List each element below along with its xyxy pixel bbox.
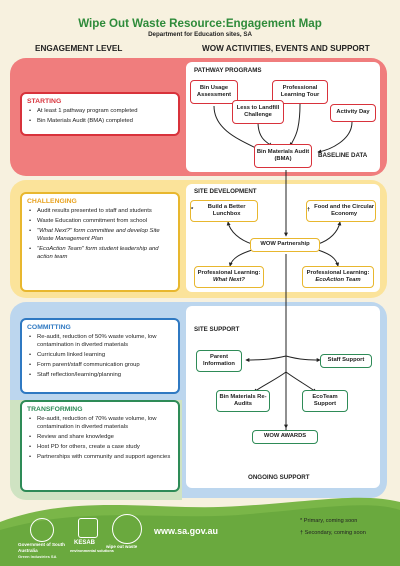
gov-sub-label: Green Industries SA [18,554,57,559]
page-title: Wipe Out Waste Resource:Engagement Map [78,17,322,30]
food-circular-economy-node: † Food and the Circular Economy [306,200,376,222]
baseline-data-label: BASELINE DATA [318,152,368,159]
primary-marker: * [191,207,194,214]
pathway-programs-title: PATHWAY PROGRAMS [194,67,262,74]
food-label: Food and the Circular Economy [314,203,375,217]
challenging-panel: CHALLENGING Audit results presented to s… [20,192,180,292]
starting-item: Bin Materials Audit (BMA) completed [29,118,173,126]
committing-item: Staff reflection/learning/planning [29,372,173,380]
kesab-label: KESAB [74,540,96,546]
pl-ecoaction-node: Professional Learning: EcoAction Team [302,266,374,288]
transforming-item: Re-audit, reduction of 70% waste volume,… [29,416,173,432]
kesab-logo-icon [78,518,98,538]
pl-ecoaction-label: Professional Learning: [306,269,370,276]
staff-support-node: Staff Support [320,354,372,368]
site-development-title: SITE DEVELOPMENT [194,188,257,195]
transforming-panel: TRANSFORMING Re-audit, reduction of 70% … [20,400,180,492]
transforming-title: TRANSFORMING [27,406,83,413]
committing-panel: COMMITTING Re-audit, reduction of 50% wa… [20,318,180,394]
bin-materials-audit-node: Bin Materials Audit (BMA) [254,144,312,168]
lunchbox-node: * Build a Better Lunchbox [190,200,258,222]
less-to-landfill-node: Less to Landfill Challenge [232,100,284,124]
wow-awards-node: WOW AWARDS [252,430,318,444]
footer-wave [0,497,400,566]
gov-sa-logo-icon [30,518,54,542]
challenging-item: Waste Education commitment from school [29,218,173,226]
transforming-item: Review and share knowledge [29,434,173,442]
site-support-title: SITE SUPPORT [194,326,240,333]
wow-activities-heading: WOW ACTIVITIES, EVENTS AND SUPPORT [202,44,370,53]
starting-title: STARTING [27,98,62,105]
transforming-item: Host PD for others, create a case study [29,444,173,452]
engagement-level-heading: ENGAGEMENT LEVEL [35,44,123,53]
pl-what-next-node: Professional Learning: What Next? [194,266,264,288]
committing-title: COMMITTING [27,324,71,331]
committing-item: Re-audit, reduction of 50% waste volume,… [29,334,173,350]
secondary-marker: † [307,207,311,214]
pl-what-next-sub: What Next? [213,277,245,283]
challenging-item: Audit results presented to staff and stu… [29,208,173,216]
pl-ecoaction-sub: EcoAction Team [315,277,361,283]
challenging-item: "EcoAction Team" form student leadership… [29,246,173,262]
pl-what-next-label: Professional Learning: [197,269,261,276]
kesab-sub-label: environmental solutions [70,549,114,553]
starting-panel: STARTING At least 1 pathway program comp… [20,92,180,136]
website-link[interactable]: www.sa.gov.au [154,526,219,536]
starting-item: At least 1 pathway program completed [29,108,173,116]
bin-materials-reaudits-node: Bin Materials Re-Audits [216,390,270,412]
gov-label: Government of South Australia [18,542,65,553]
wow-seal-label: wipe out waste [106,544,138,549]
lunchbox-label: Build a Better Lunchbox [207,203,246,217]
transforming-item: Partnerships with community and support … [29,454,173,462]
activity-day-node: Activity Day [330,104,376,122]
committing-item: Curriculum linked learning [29,352,173,360]
legend-primary: * Primary, coming soon [300,518,358,524]
ecoteam-support-node: EcoTeam Support [302,390,348,412]
wow-partnership-node: WOW Partnership [250,238,320,252]
challenging-title: CHALLENGING [27,198,77,205]
legend-secondary: † Secondary, coming soon [300,530,366,536]
parent-information-node: Parent Information [196,350,242,372]
challenging-item: "What Next?" form committee and develop … [29,228,173,244]
committing-item: Form parent/staff communication group [29,362,173,370]
wipe-out-waste-seal-icon [112,514,142,544]
bin-usage-assessment-node: Bin Usage Assessment [190,80,238,104]
page-subtitle: Department for Education sites, SA [148,31,252,38]
ongoing-support-label: ONGOING SUPPORT [248,474,310,481]
